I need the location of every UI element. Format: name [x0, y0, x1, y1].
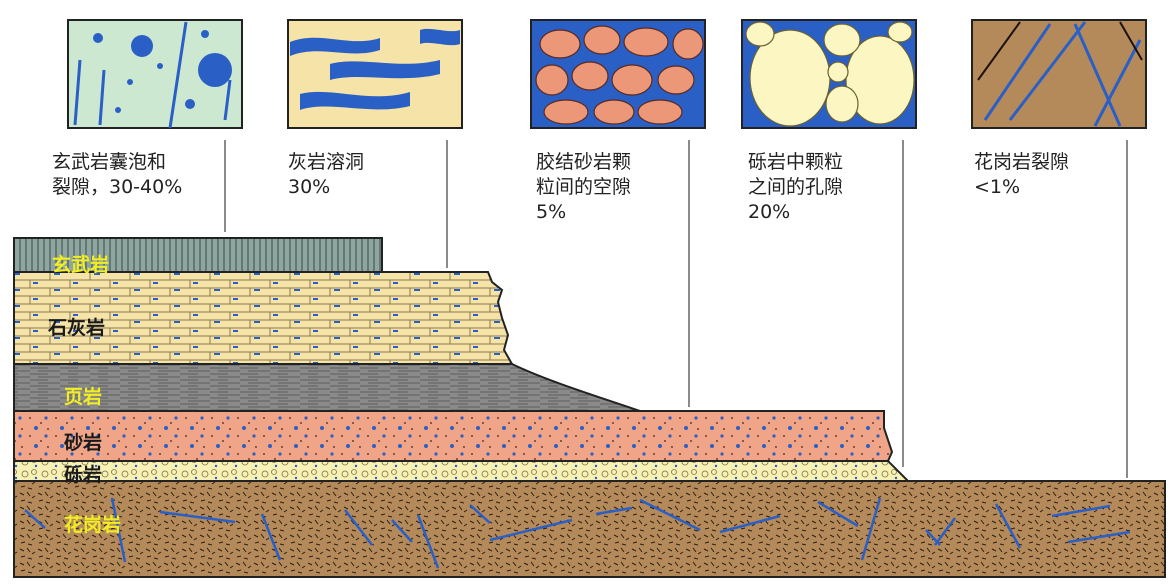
caption-sandstone: 胶结砂岩颗 粒间的空隙 5% [536, 151, 632, 223]
sample-conglomerate-thumbnail [741, 19, 917, 129]
sample-sandstone-thumbnail [530, 19, 706, 129]
caption-granite: 花岗岩裂隙 <1% [974, 151, 1070, 198]
layer-label-sandstone: 砂岩 [64, 432, 103, 454]
layer-label-granite: 花岗岩 [64, 514, 122, 536]
layer-label-limestone: 石灰岩 [48, 317, 106, 339]
caption-conglomerate: 砾岩中颗粒 之间的孔隙 20% [748, 151, 844, 223]
sample-basalt-thumbnail [67, 19, 243, 129]
sample-granite-thumbnail [971, 19, 1147, 129]
layer-shale [13, 363, 641, 412]
layer-sandstone [13, 410, 894, 462]
caption-limestone: 灰岩溶洞 30% [288, 151, 365, 198]
layer-granite [13, 480, 1166, 578]
layer-basalt [13, 237, 383, 273]
layer-label-shale: 页岩 [64, 386, 103, 408]
layer-label-conglomerate: 砾岩 [64, 464, 103, 486]
strata [13, 237, 1166, 578]
leader-lines [224, 140, 1128, 478]
layer-conglomerate [13, 460, 911, 482]
layer-limestone [13, 271, 514, 365]
layer-label-basalt: 玄武岩 [52, 254, 110, 276]
sample-limestone-thumbnail [287, 19, 463, 129]
caption-basalt: 玄武岩囊泡和 裂隙，30-40% [52, 151, 183, 198]
